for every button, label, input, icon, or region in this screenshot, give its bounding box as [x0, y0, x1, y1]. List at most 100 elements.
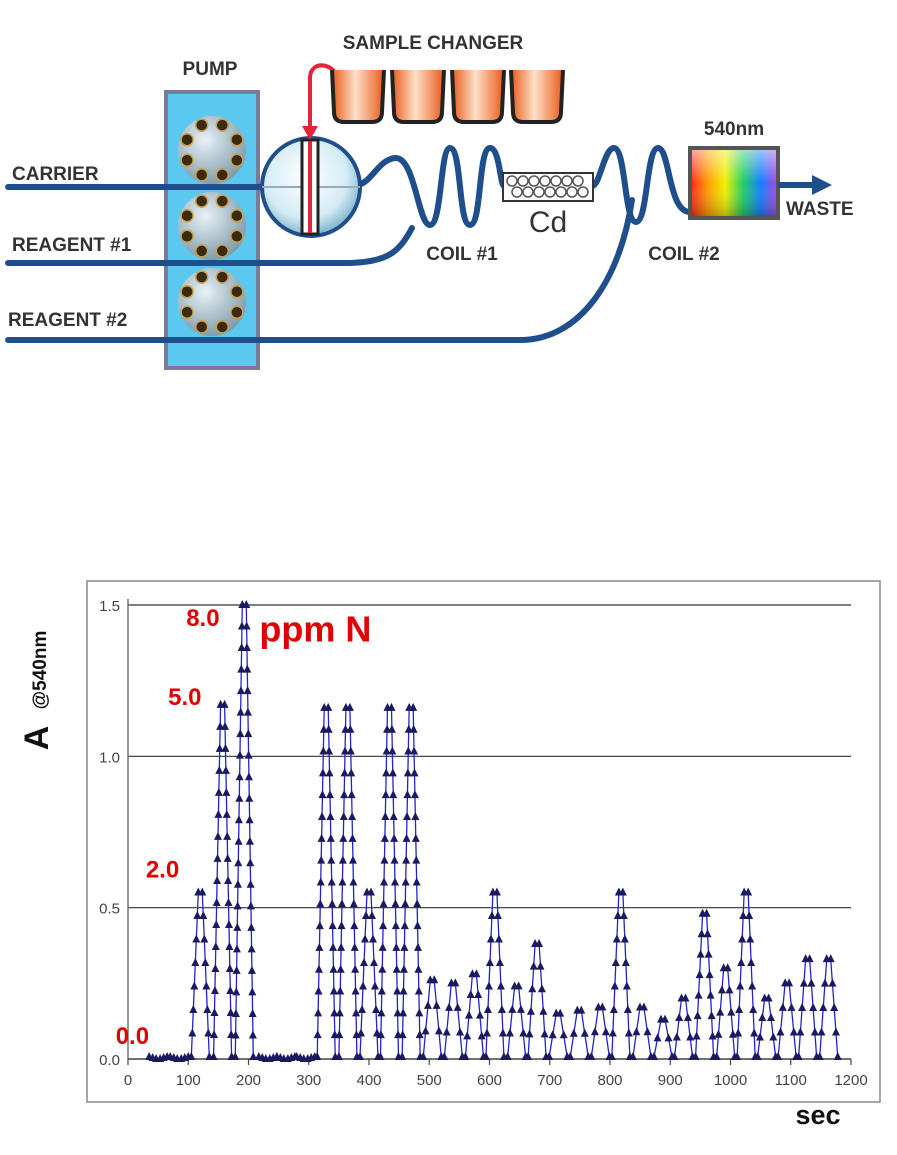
data-point — [409, 702, 418, 711]
sample-cup — [450, 69, 506, 124]
injection-valve — [260, 136, 362, 238]
data-point — [226, 985, 235, 994]
roller-bead — [215, 168, 230, 182]
y-tick-label: 0.0 — [99, 1052, 120, 1069]
data-point — [236, 686, 245, 695]
data-point — [702, 908, 711, 917]
data-point — [785, 978, 794, 987]
x-axis-label: sec — [795, 1100, 840, 1130]
data-point — [232, 987, 241, 996]
roller-bead — [215, 118, 230, 132]
data-point — [703, 929, 712, 938]
data-point — [235, 793, 244, 802]
flow-injection-diagram: Cd PUMP — [5, 33, 854, 370]
data-point — [750, 1028, 759, 1037]
data-point — [246, 879, 255, 888]
data-point — [608, 1028, 617, 1037]
data-point — [337, 942, 346, 951]
valve-to-coil1 — [355, 144, 507, 229]
data-point — [412, 855, 421, 864]
data-point — [794, 1052, 803, 1060]
data-point — [725, 985, 734, 994]
carrier-label: CARRIER — [12, 164, 99, 185]
data-point — [339, 833, 348, 842]
data-point — [352, 1008, 361, 1017]
data-point — [246, 901, 255, 910]
data-point — [387, 724, 396, 733]
data-point — [675, 1012, 684, 1021]
data-point — [243, 686, 252, 695]
x-tick-label: 1000 — [714, 1072, 747, 1089]
data-point — [744, 887, 753, 896]
data-point — [236, 707, 245, 716]
data-point — [338, 877, 347, 886]
data-point — [324, 702, 333, 711]
data-point — [330, 1008, 339, 1017]
roller-bead — [230, 305, 244, 320]
data-point — [326, 811, 335, 820]
data-point — [225, 963, 234, 972]
data-point — [387, 702, 396, 711]
data-point — [242, 621, 251, 630]
data-point — [380, 855, 389, 864]
roller-bead — [215, 194, 230, 208]
data-point — [411, 833, 420, 842]
data-point — [382, 746, 391, 755]
data-point — [220, 699, 229, 708]
data-point — [348, 811, 357, 820]
data-point — [351, 986, 360, 995]
coil1-label: COIL #1 — [426, 244, 498, 265]
data-point — [212, 897, 221, 906]
data-point — [221, 743, 230, 752]
x-tick-label: 0 — [124, 1072, 132, 1089]
data-point — [748, 981, 757, 990]
x-tick-label: 1100 — [775, 1072, 807, 1089]
data-point — [410, 746, 419, 755]
cd-label: Cd — [529, 206, 567, 239]
data-point — [226, 1007, 235, 1016]
data-point — [350, 921, 359, 930]
data-point — [213, 831, 222, 840]
data-point — [388, 746, 397, 755]
data-point — [697, 929, 706, 938]
data-point — [826, 954, 835, 963]
data-point — [529, 961, 538, 970]
data-point — [360, 958, 368, 967]
roller-bead — [180, 305, 194, 320]
data-point — [798, 1003, 807, 1012]
coil2-label: COIL #2 — [648, 244, 719, 265]
data-point — [714, 1029, 723, 1038]
data-point — [672, 1032, 681, 1041]
data-point — [774, 1052, 783, 1060]
data-point — [653, 1033, 662, 1042]
x-tick-label: 100 — [176, 1072, 201, 1089]
data-point — [670, 1052, 679, 1060]
data-point — [817, 1027, 826, 1036]
data-point — [746, 934, 755, 943]
data-point — [377, 1008, 386, 1017]
data-point — [472, 969, 481, 978]
data-point — [357, 1028, 365, 1037]
data-point — [401, 877, 410, 886]
data-point — [492, 887, 501, 896]
x-tick-label: 900 — [658, 1072, 683, 1089]
data-point — [237, 643, 246, 652]
reagent2-label: REAGENT #2 — [8, 310, 127, 331]
peak-line — [757, 997, 777, 1058]
data-point — [340, 790, 349, 799]
data-point — [189, 1005, 198, 1014]
data-point — [643, 1027, 652, 1036]
data-point — [204, 1028, 213, 1037]
data-point — [413, 921, 422, 930]
data-point — [210, 985, 219, 994]
data-point — [692, 1031, 701, 1040]
data-point — [398, 1052, 407, 1060]
data-point — [215, 765, 224, 774]
data-point — [313, 1052, 322, 1060]
data-point — [237, 664, 246, 673]
data-point — [694, 990, 703, 999]
data-point — [796, 1027, 805, 1036]
data-point — [809, 1003, 818, 1012]
data-point — [755, 1032, 764, 1041]
data-point — [737, 958, 746, 967]
